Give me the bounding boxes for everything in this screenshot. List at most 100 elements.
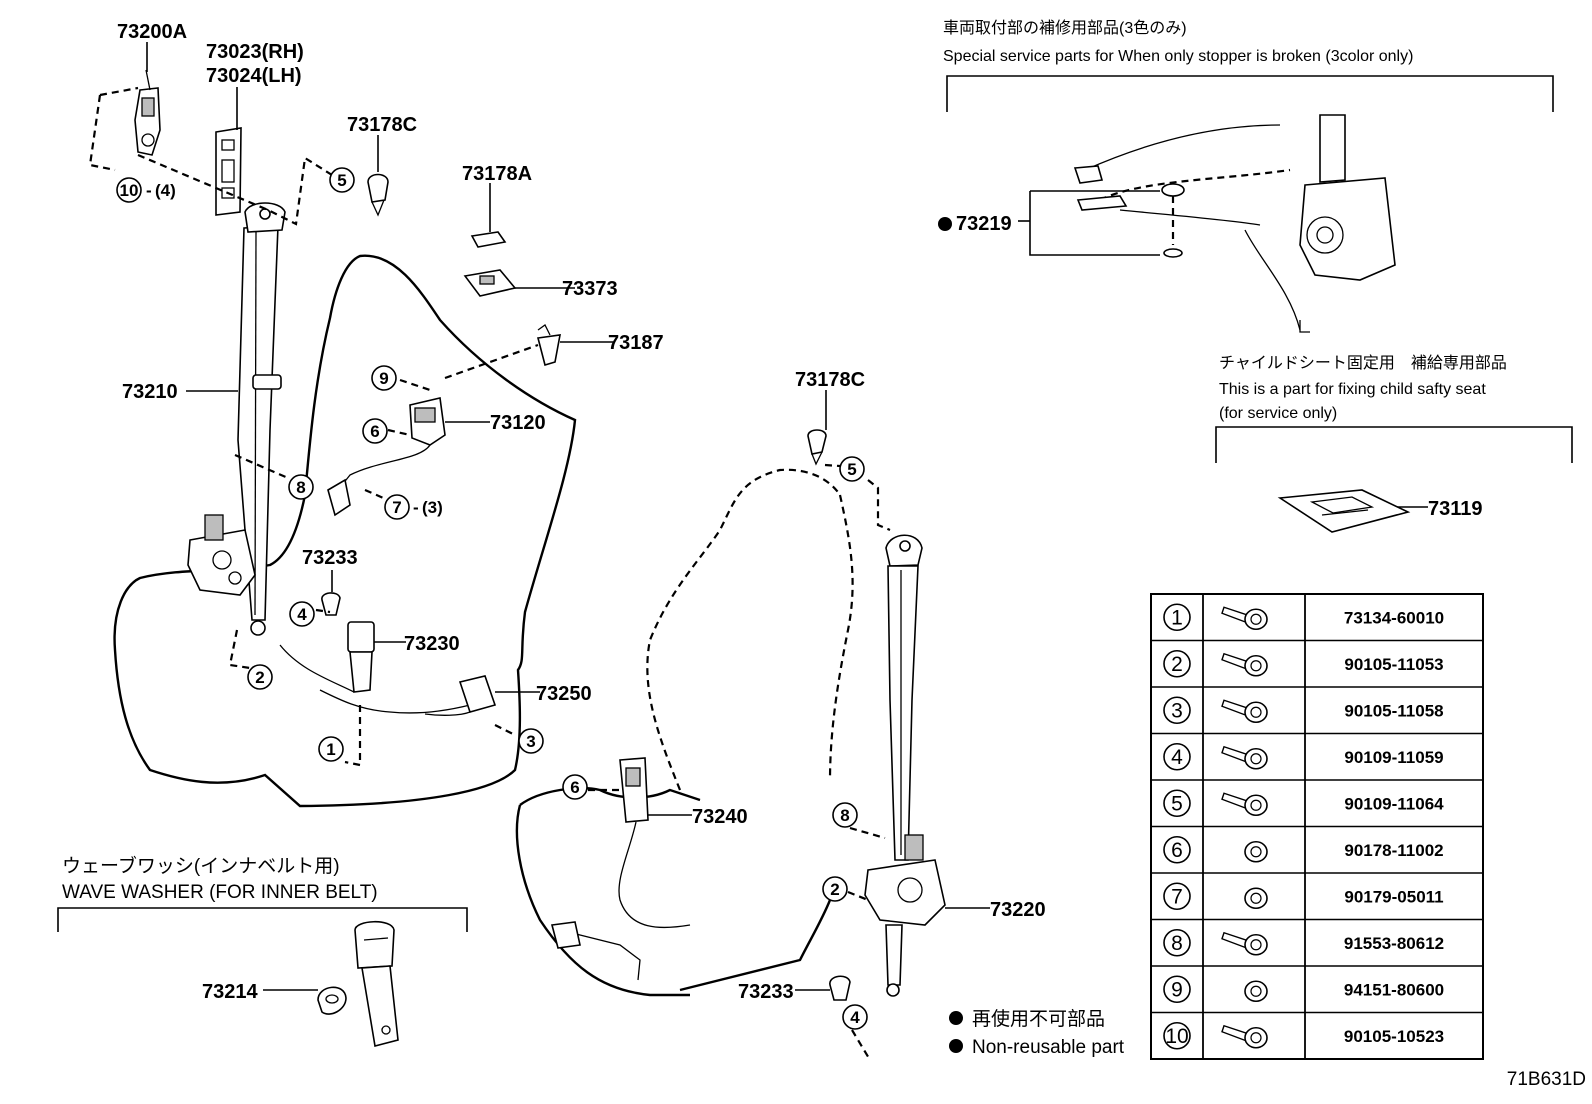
buckle-73230 [279,621,471,714]
label-73219: 73219 [956,213,1012,235]
part-number: 90179-05011 [1344,887,1443,906]
svg-text:6: 6 [370,422,379,441]
ref-circle [1163,882,1191,911]
buckle-73250 [424,675,497,716]
svg-text:8: 8 [840,806,849,825]
bolt-icon [1244,887,1268,910]
callout-4-top: 4 [289,601,315,627]
callout-6-bottom: 6 [562,774,588,800]
bolt-icon [1221,1024,1268,1049]
callout-circles: 10 - (4) 5 9 6 8 7 - (3) 4 [116,167,868,1030]
label-73119: 73119 [1428,498,1483,520]
svg-text:1: 1 [326,740,335,759]
ref-number: 4 [1171,746,1183,769]
label-73214: 73214 [202,981,258,1003]
legend-dot-en [949,1039,963,1053]
part-number: 90109-11064 [1344,794,1444,813]
part-number: 94151-80600 [1344,980,1444,999]
stopper-title-en: Special service parts for When only stop… [943,48,1413,65]
svg-text:7: 7 [392,498,401,517]
label-73230: 73230 [404,633,460,655]
child-seat-section: チャイルドシート固定用 補給専用部品 This is a part for fi… [1215,354,1573,533]
svg-text:4: 4 [850,1008,860,1027]
label-73024: 73024(LH) [206,65,302,87]
part-number: 90178-11002 [1344,841,1443,860]
legend-dot-jp [949,1011,963,1025]
right-seat-outline [515,468,854,997]
ref-number: 3 [1171,699,1183,722]
label-73187: 73187 [608,332,664,354]
belt-adjuster-73200A [134,69,161,156]
label-73120: 73120 [490,412,546,434]
callout-10: 10 - (4) [116,177,176,203]
plate-73373 [463,269,517,297]
callout-4-bottom: 4 [842,1004,868,1030]
table-row: 9 94151-80600 [1163,975,1444,1004]
svg-text:4: 4 [297,605,307,624]
label-73220: 73220 [990,899,1046,921]
bolt-icon [1221,792,1268,817]
svg-text:3: 3 [526,732,535,751]
ref-number: 6 [1171,839,1183,862]
part-number: 90105-10523 [1344,1027,1444,1046]
bolt-icon [1221,606,1268,631]
callout-1: 1 [318,736,344,762]
dashed-assembly-lines [88,86,891,1061]
ref-number: 10 [1165,1025,1188,1048]
left-seat-outline [113,254,577,808]
legend-jp: 再使用不可部品 [972,1008,1105,1030]
ref-number: 9 [1171,978,1183,1001]
ref-circle [1163,742,1191,771]
table-row: 10 90105-10523 [1163,1021,1444,1050]
child-title-jp: チャイルドシート固定用 補給専用部品 [1219,354,1507,372]
svg-text:5: 5 [337,171,346,190]
diagram-code: 71B631D [1507,1069,1586,1090]
ref-circle [1163,789,1191,818]
callout-8-bottom: 8 [832,802,858,828]
callout-3: 3 [518,728,544,754]
label-73178C-top: 73178C [347,114,417,136]
table-row: 6 90178-11002 [1163,835,1444,864]
belt-assembly-73220 [864,534,946,997]
label-73373: 73373 [562,278,618,300]
callout-9: 9 [371,365,397,391]
label-73200A: 73200A [117,21,187,43]
bracket-73187 [536,324,561,367]
ref-circle [1163,835,1191,864]
part-number: 73134-60010 [1344,608,1444,627]
label-73023: 73023(RH) [206,41,304,63]
ref-circle [1163,603,1191,632]
child-title-en1: This is a part for fixing child safty se… [1219,381,1486,398]
callout-2-bottom: 2 [822,876,848,902]
sensor-73120 [327,397,446,517]
part-number: 91553-80612 [1344,934,1444,953]
qty-10: (4) [155,181,176,200]
ref-circle [1163,928,1191,957]
svg-text:-: - [413,498,419,517]
label-73250: 73250 [536,683,592,705]
ref-circle [1163,1021,1191,1050]
label-73178C-mid: 73178C [795,369,865,391]
callout-8-top: 8 [288,474,314,500]
part-labels: 73200A 73023(RH) 73024(LH) 73178C 73178A… [117,21,1483,1003]
ref-circle [1163,975,1191,1004]
callout-2-top: 2 [247,664,273,690]
clip-73178C-mid [807,429,827,466]
bolt-icon [1244,980,1268,1003]
callout-7: 7 - (3) [384,494,443,520]
legend-en: Non-reusable part [972,1037,1125,1058]
svg-text:6: 6 [570,778,579,797]
pad-73178A [470,231,507,248]
bolt-icon [1221,652,1268,677]
label-73233-left: 73233 [302,547,358,569]
callout-5-top: 5 [329,167,355,193]
ref-number: 2 [1171,653,1183,676]
